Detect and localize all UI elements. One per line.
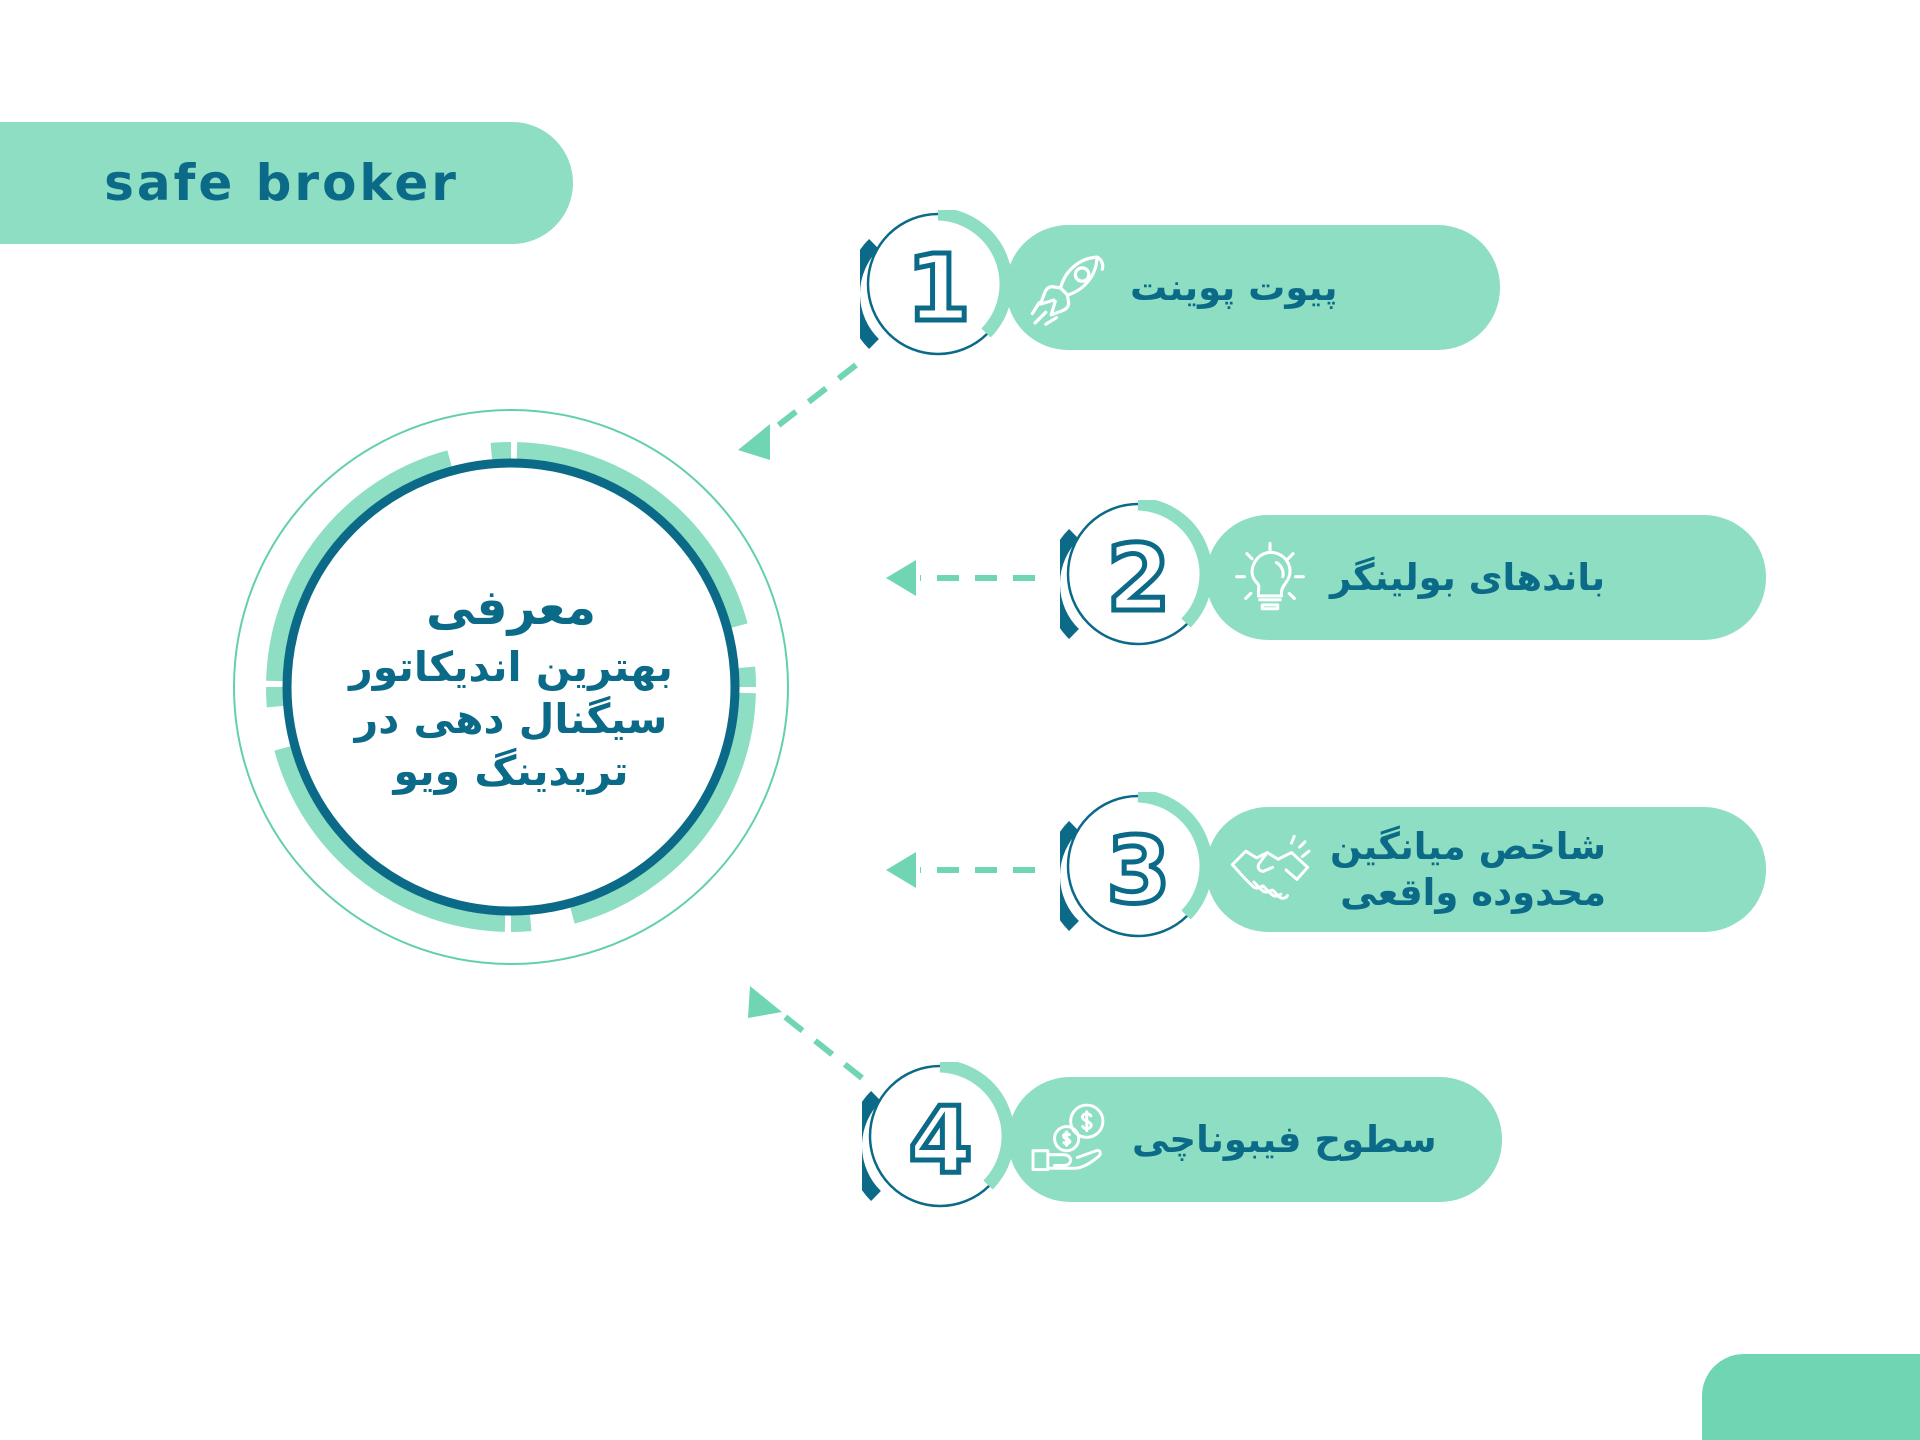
arrow-step-2: [886, 560, 1035, 596]
arrow-step-3: [886, 852, 1035, 888]
step-1-number: 1: [904, 233, 973, 345]
hub-subtitle-line-3: تریدینگ ویو: [393, 746, 629, 795]
hub-text-block: معرفی بهترین اندیکاتور سیگنال دهی در تری…: [303, 459, 719, 915]
hub-subtitle-line-2: سیگنال دهی در: [354, 694, 668, 743]
step-item-4[interactable]: سطوح فیبوناچی 4: [862, 1062, 1502, 1208]
step-2-badge: 2: [1060, 500, 1217, 657]
hand-coins-icon: [1026, 1094, 1118, 1186]
step-1-badge: 1: [860, 210, 1017, 367]
step-item-1[interactable]: پیوت پوینت 1: [860, 210, 1500, 356]
step-3-badge: 3: [1060, 792, 1217, 949]
step-item-3[interactable]: شاخص میانگین محدوده واقعی 3: [1060, 792, 1766, 938]
central-hub: معرفی بهترین اندیکاتور سیگنال دهی در تری…: [233, 409, 789, 965]
step-4-badge: 4: [862, 1062, 1019, 1219]
hub-subtitle: بهترین اندیکاتور سیگنال دهی در تریدینگ و…: [346, 641, 676, 797]
hub-outer-thin-ring: [233, 409, 789, 965]
arrow-step-4: [748, 986, 864, 1081]
handshake-icon: [1224, 824, 1316, 916]
step-1-pill[interactable]: پیوت پوینت: [1006, 225, 1500, 350]
corner-accent-shape: [1702, 1354, 1920, 1440]
step-4-label: سطوح فیبوناچی: [1132, 1117, 1437, 1161]
step-4-pill[interactable]: سطوح فیبوناچی: [1008, 1077, 1502, 1202]
rocket-icon: [1024, 242, 1116, 334]
step-2-number: 2: [1104, 523, 1173, 635]
step-2-pill[interactable]: باندهای بولینگر: [1206, 515, 1766, 640]
brand-badge: safe broker: [0, 122, 573, 244]
hub-subtitle-line-1: بهترین اندیکاتور: [349, 642, 673, 691]
step-2-label: باندهای بولینگر: [1330, 555, 1606, 599]
brand-name: safe broker: [104, 154, 459, 212]
step-item-2[interactable]: باندهای بولینگر 2: [1060, 500, 1766, 646]
step-1-label: پیوت پوینت: [1130, 265, 1338, 309]
hub-title: معرفی: [425, 579, 597, 637]
lightbulb-icon: [1224, 532, 1316, 624]
step-3-number: 3: [1104, 815, 1173, 927]
step-3-pill[interactable]: شاخص میانگین محدوده واقعی: [1206, 807, 1766, 932]
step-4-number: 4: [906, 1085, 975, 1197]
step-3-label: شاخص میانگین محدوده واقعی: [1330, 825, 1607, 914]
hub-ring-graphics: [266, 442, 756, 932]
